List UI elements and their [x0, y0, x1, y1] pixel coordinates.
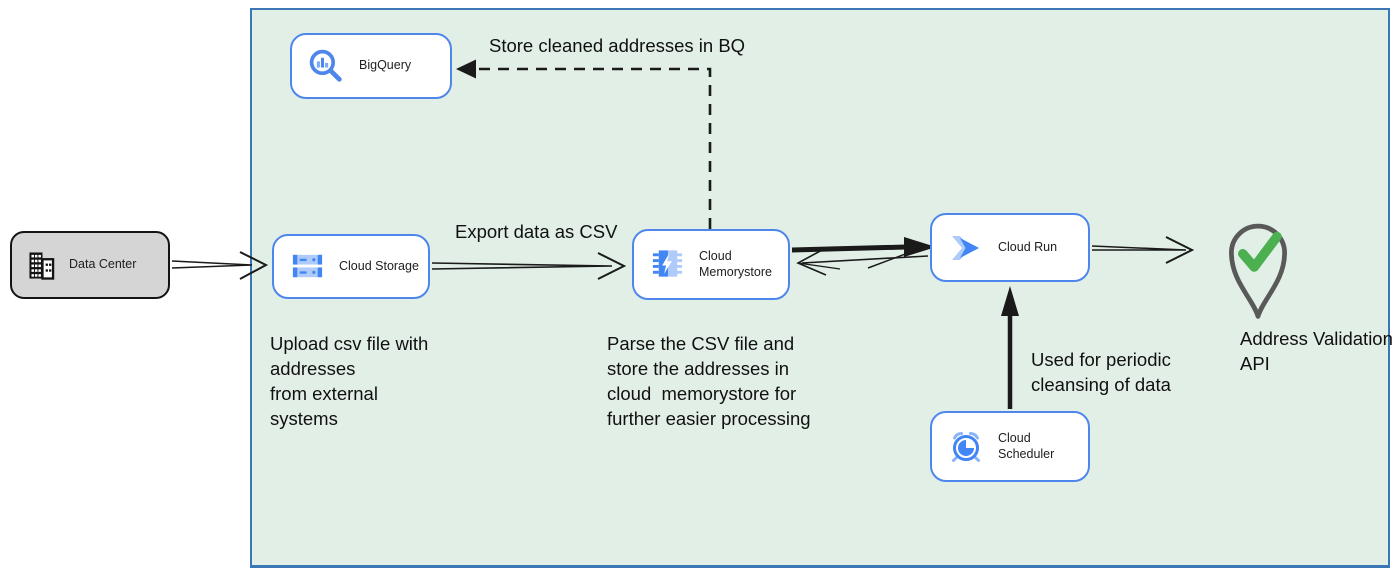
- alarm-clock-icon: [948, 429, 984, 465]
- address-validation-pin-icon[interactable]: [1220, 206, 1296, 328]
- node-label: BigQuery: [359, 58, 412, 73]
- node-label: Cloud Memorystore: [699, 248, 772, 279]
- node-label: Cloud Scheduler: [998, 430, 1055, 461]
- node-label: Cloud Storage: [339, 258, 419, 273]
- gcp-boundary-zone: [250, 8, 1390, 568]
- node-cloud-scheduler[interactable]: Cloud Scheduler: [930, 411, 1090, 482]
- node-data-center[interactable]: Data Center: [10, 231, 170, 299]
- note-upload-csv: Upload csv file with addresses from exte…: [270, 333, 429, 429]
- node-cloud-memorystore[interactable]: Cloud Memorystore: [632, 229, 790, 300]
- note-periodic-cleansing: Used for periodic cleansing of data: [1031, 349, 1171, 395]
- node-cloud-run[interactable]: Cloud Run: [930, 213, 1090, 282]
- label-store-cleaned-addresses: Store cleaned addresses in BQ: [489, 35, 746, 56]
- node-cloud-storage[interactable]: Cloud Storage: [272, 234, 430, 299]
- storage-buckets-icon: [290, 249, 325, 284]
- node-bigquery[interactable]: BigQuery: [290, 33, 452, 99]
- bigquery-magnifier-icon: [308, 48, 345, 85]
- node-label: Data Center: [69, 257, 137, 272]
- note-parse-csv: Parse the CSV file and store the address…: [607, 333, 811, 429]
- memory-chip-icon: [650, 247, 685, 282]
- label-export-data-csv: Export data as CSV: [455, 221, 618, 242]
- node-label: Cloud Run: [998, 239, 1058, 254]
- label-address-validation-api: Address Validation API: [1240, 328, 1393, 374]
- cloud-run-chevron-icon: [948, 230, 984, 266]
- building-icon: [28, 251, 55, 280]
